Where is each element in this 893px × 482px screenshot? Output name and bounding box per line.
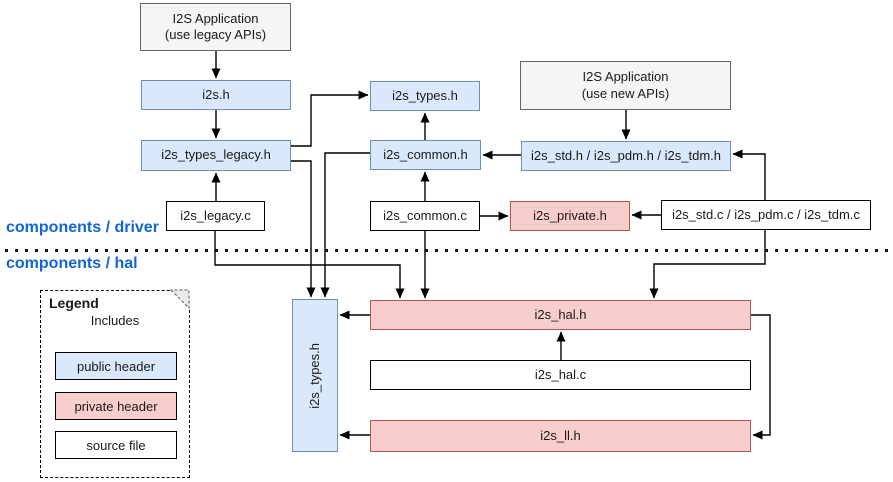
node-i2s-hal-h: i2s_hal.h (370, 300, 751, 330)
node-i2s-types-h-hal: i2s_types.h (292, 299, 338, 452)
legend-item-label: private header (74, 398, 158, 414)
legend-item-label: source file (86, 437, 146, 453)
node-label: i2s_common.h (383, 146, 468, 162)
node-label-vertical: i2s_types.h (306, 342, 322, 409)
node-i2s-application-new: I2S Application (use new APIs) (520, 61, 731, 110)
legend-item-private-header: private header (55, 392, 177, 420)
node-i2s-private-h: i2s_private.h (510, 201, 630, 231)
legend-item-public-header: public header (55, 352, 177, 380)
node-i2s-hal-c: i2s_hal.c (370, 360, 751, 390)
edge-std-c-to-std-h (732, 149, 766, 200)
node-i2s-application-legacy: I2S Application (use legacy APIs) (140, 3, 291, 51)
node-label: i2s_ll.h (540, 427, 581, 443)
layer-separator-dotted-line (5, 249, 888, 252)
driver-layer-label: components / driver (6, 219, 159, 236)
app-new-line1: I2S Application (582, 69, 669, 85)
node-label: i2s_std.c / i2s_pdm.c / i2s_tdm.c (672, 206, 860, 222)
node-label: i2s_common.c (383, 207, 467, 223)
edge-types-legacy-h-to-types-h-hal (291, 160, 316, 298)
edge-legacy-c-to-hal-h (214, 231, 405, 299)
node-i2s-common-c: i2s_common.c (370, 201, 480, 231)
node-i2s-types-legacy-h: i2s_types_legacy.h (141, 140, 291, 171)
legend-item-label: public header (76, 358, 156, 374)
node-label: i2s.h (202, 86, 230, 102)
node-i2s-ll-h: i2s_ll.h (370, 420, 751, 452)
legend-item-source-file: source file (55, 431, 177, 459)
node-label: i2s_std.h / i2s_pdm.h / i2s_tdm.h (530, 147, 722, 163)
legend-includes-label: Includes (90, 313, 140, 328)
hal-layer-label: components / hal (6, 255, 138, 272)
app-legacy-line1: I2S Application (172, 10, 259, 26)
app-new-line2: (use new APIs) (581, 85, 670, 101)
node-label: i2s_types.h (392, 87, 458, 103)
legend-panel: Legend Includes public header private he… (40, 289, 191, 478)
node-label: i2s_private.h (533, 207, 607, 223)
node-i2s-h: i2s.h (141, 80, 291, 110)
folded-corner-icon (170, 289, 190, 310)
node-label: i2s_types_legacy.h (161, 147, 271, 163)
edge-common-h-to-types-h-hal (320, 152, 370, 298)
node-i2s-legacy-c: i2s_legacy.c (166, 201, 265, 231)
node-i2s-std-pdm-tdm-c: i2s_std.c / i2s_pdm.c / i2s_tdm.c (661, 200, 871, 230)
edge-hal-h-to-ll-h (751, 314, 771, 440)
legend-title: Legend (49, 295, 99, 311)
app-legacy-line2: (use legacy APIs) (164, 27, 267, 42)
node-i2s-types-h-driver: i2s_types.h (370, 81, 480, 111)
node-label: i2s_hal.c (534, 366, 587, 382)
node-i2s-common-h: i2s_common.h (370, 140, 481, 170)
node-label: i2s_hal.h (534, 306, 587, 322)
node-label: i2s_legacy.c (180, 207, 251, 223)
node-i2s-std-pdm-tdm-h: i2s_std.h / i2s_pdm.h / i2s_tdm.h (521, 141, 731, 171)
edge-types-legacy-h-to-types-h-driver (291, 90, 369, 147)
edge-std-c-to-hal-h (649, 230, 766, 299)
